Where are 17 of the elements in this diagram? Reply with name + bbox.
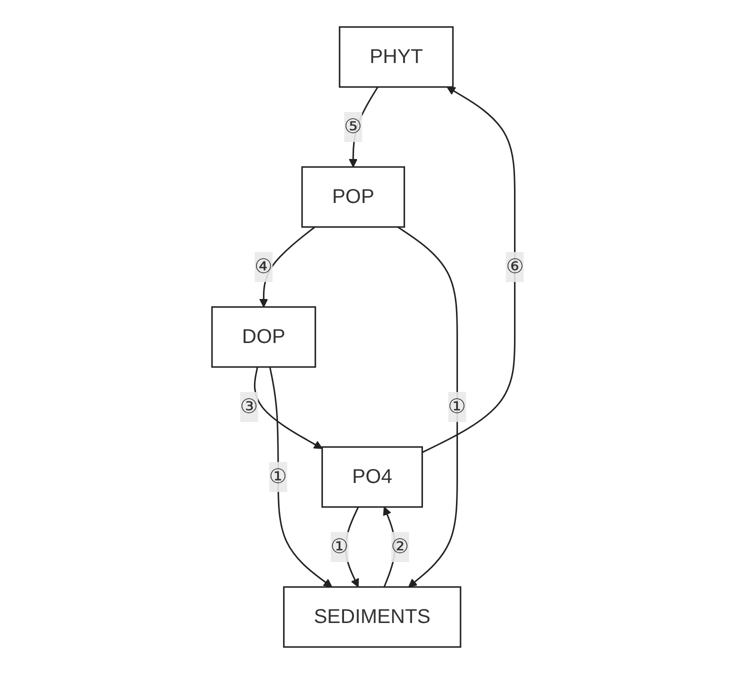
node-box: SEDIMENTS	[282, 586, 461, 648]
arrow	[254, 366, 322, 448]
node-box: POP	[300, 166, 405, 228]
edge-label: ④	[254, 256, 272, 278]
edge-label: ①	[268, 466, 287, 488]
edge-label: ①	[448, 396, 466, 418]
edge-label: ③	[240, 396, 258, 418]
edge-label: ⑥	[505, 256, 524, 278]
arrow	[421, 86, 516, 453]
arrow	[396, 226, 458, 587]
edge-label: ②	[390, 536, 409, 558]
arrow	[268, 366, 332, 587]
edge-label: ①	[330, 536, 348, 558]
edge-label: ⑤	[344, 116, 362, 138]
node-box: PHYT	[338, 26, 454, 88]
node-box: DOP	[210, 306, 316, 368]
node-box: PO4	[321, 446, 423, 508]
